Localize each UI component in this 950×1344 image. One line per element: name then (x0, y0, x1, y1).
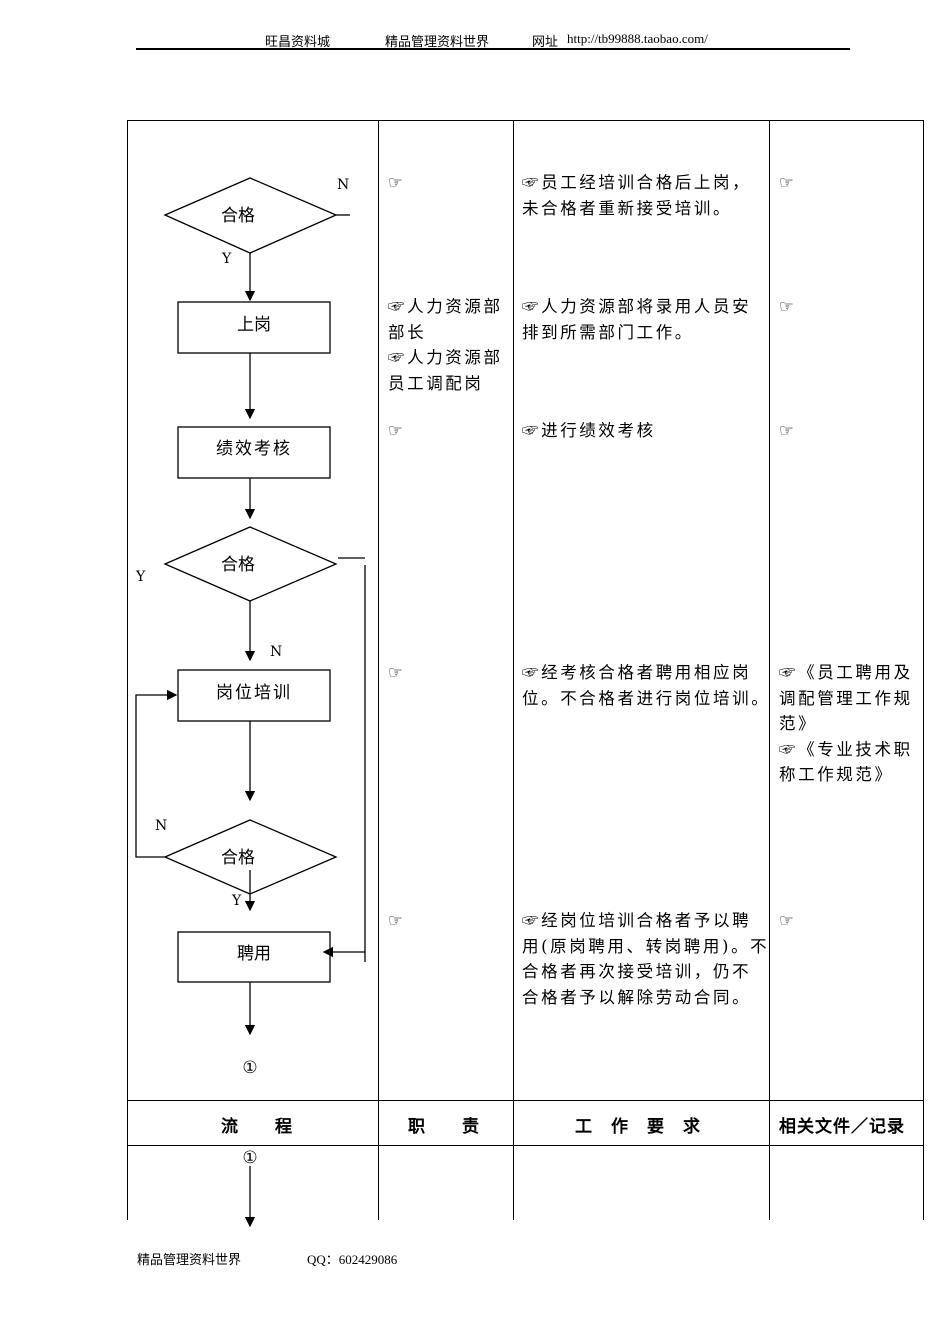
requirement-line: ☞经岗位培训合格者予以聘 (522, 911, 752, 930)
decision-2-yes: Y (135, 569, 146, 585)
duty-line: ☞ (388, 663, 406, 682)
footer-slogan: 精品管理资料世界 (137, 1252, 242, 1267)
column-header-duty: 职 责 (408, 1117, 480, 1137)
header-rule (136, 48, 850, 50)
onboard-box (177, 301, 331, 354)
decision-3-no: N (155, 818, 167, 834)
requirement-line: 位。不合格者进行岗位培训。 (522, 688, 771, 708)
row-0-docs: ☞ (779, 170, 796, 196)
decision-3-yes: Y (231, 893, 242, 909)
column-header-docs: 相关文件／记录 (779, 1117, 905, 1137)
docs-line: 称工作规范》 (779, 765, 894, 784)
row-1-requirement: ☞人力资源部将录用人员安排到所需部门工作。 (522, 294, 751, 345)
row-2-duty: ☞ (388, 418, 405, 444)
row-0-requirement: ☞员工经培训合格后上岗， 未合格者重新接受培训。 (522, 170, 751, 221)
connector: ① (242, 1058, 257, 1078)
appraisal-box (177, 426, 331, 479)
docs-line: 范》 (779, 714, 818, 733)
row-3-requirement: ☞经考核合格者聘用相应岗位。不合格者进行岗位培训。 (522, 660, 770, 711)
requirement-line: ☞进行绩效考核 (522, 421, 656, 440)
docs-line: ☞ (779, 297, 797, 316)
requirement-line: ☞经考核合格者聘用相应岗 (522, 663, 752, 682)
row-3-docs: ☞《员工聘用及调配管理工作规范》 ☞《专业技术职称工作规范》 (779, 660, 913, 788)
duty-line: 部长 (388, 322, 427, 342)
duty-line: ☞ (388, 421, 406, 440)
decision-2-no: N (270, 644, 282, 660)
training-box (177, 669, 331, 722)
row-2-requirement: ☞进行绩效考核 (522, 418, 656, 444)
duty-line: ☞人力资源部 (388, 348, 503, 367)
duty-line: ☞ (388, 173, 406, 192)
requirement-line: 排到所需部门工作。 (522, 322, 694, 342)
hire-box (177, 931, 331, 983)
decision-1-label: 合格 (221, 206, 255, 226)
duty-line: ☞ (388, 911, 406, 930)
decision-diamond-2 (163, 526, 338, 602)
docs-line: 调配管理工作规 (779, 688, 913, 708)
footer-qq: QQ：602429086 (307, 1252, 398, 1267)
row-0-duty: ☞ (388, 170, 405, 196)
duty-line: ☞人力资源部 (388, 297, 503, 316)
requirement-line: ☞员工经培训合格后上岗， (522, 173, 752, 192)
onboard-label: 上岗 (237, 315, 271, 335)
header-site: 旺昌资料城 (265, 34, 331, 49)
docs-line: ☞ (779, 911, 797, 930)
column-header-process: 流 程 (221, 1117, 293, 1137)
training-label: 岗位培训 (216, 683, 292, 703)
row-1-duty: ☞人力资源部部长 ☞人力资源部员工调配岗 (388, 294, 503, 396)
connector-next: ① (242, 1148, 257, 1168)
row-1-docs: ☞ (779, 294, 796, 320)
docs-line: ☞《专业技术职 (779, 739, 913, 759)
row-4-requirement: ☞经岗位培训合格者予以聘用(原岗聘用、转岗聘用)。不合格者再次接受培训，仍不合格… (522, 908, 769, 1010)
docs-line: ☞《员工聘用及 (779, 663, 913, 682)
duty-line: 员工调配岗 (388, 373, 484, 393)
row-3-duty: ☞ (388, 660, 405, 686)
row-2-docs: ☞ (779, 418, 796, 444)
hire-label: 聘用 (237, 944, 271, 964)
requirement-line: 合格者再次接受培训，仍不 (522, 962, 752, 981)
column-header-requirement: 工 作 要 求 (575, 1117, 701, 1137)
row-4-duty: ☞ (388, 908, 405, 934)
docs-line: ☞ (779, 421, 797, 440)
decision-1-yes: Y (221, 251, 232, 267)
requirement-line: 合格者予以解除劳动合同。 (522, 987, 752, 1007)
appraisal-label: 绩效考核 (216, 439, 292, 459)
header-slogan: 精品管理资料世界 (385, 34, 490, 49)
decision-2-label: 合格 (221, 555, 255, 575)
header-url[interactable]: http://tb99888.taobao.com/ (567, 31, 708, 46)
docs-line: ☞ (779, 173, 797, 192)
row-4-docs: ☞ (779, 908, 796, 934)
decision-diamond-3 (163, 819, 338, 895)
requirement-line: 用(原岗聘用、转岗聘用)。不 (522, 936, 770, 956)
decision-1-no: N (337, 177, 349, 193)
header-url-label: 网址 (532, 34, 559, 49)
requirement-line: 未合格者重新接受培训。 (522, 198, 733, 218)
decision-3-label: 合格 (221, 848, 255, 868)
requirement-line: ☞人力资源部将录用人员安 (522, 297, 752, 316)
